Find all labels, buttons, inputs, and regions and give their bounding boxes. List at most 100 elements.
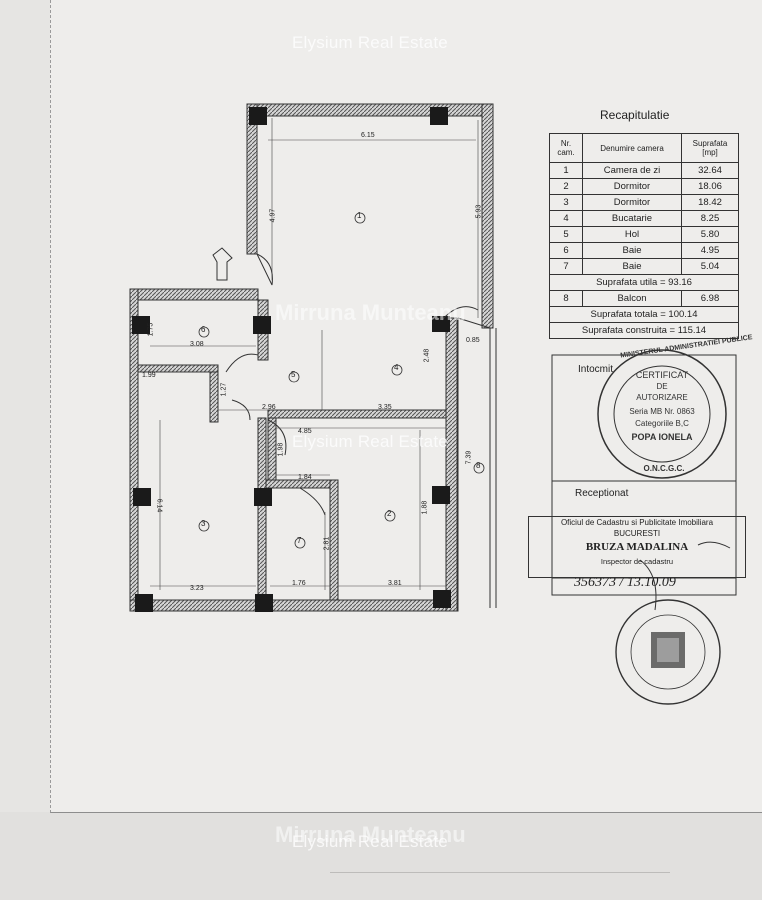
room-label-7: 7: [297, 536, 302, 545]
recap-table: Nr. cam. Denumire camera Suprafata [mp] …: [549, 133, 739, 339]
dimension-lines: [138, 118, 479, 590]
stamp-line-1: CERTIFICAT: [635, 370, 689, 380]
dim-label: 3.35: [378, 404, 392, 411]
reception-heading: Receptionat: [575, 488, 629, 499]
stamp-series: Seria MB Nr. 0863: [629, 407, 695, 416]
dim-label: 2.48: [423, 348, 431, 363]
dim-label: 3.23: [190, 585, 204, 592]
dim-label: 1.84: [298, 474, 312, 481]
watermark-bottom: Elysium Real Estate: [292, 832, 448, 851]
dim-label: 6.15: [361, 132, 375, 139]
reception-stamp-frame: [528, 516, 746, 578]
reception-role: Inspector de cadastru: [600, 557, 674, 566]
header-area: Suprafata [mp]: [681, 133, 739, 163]
cell-area: 18.42: [681, 194, 739, 211]
cell-nr: 1: [549, 162, 583, 179]
total-area-row: Suprafata totala = 100.14: [549, 306, 739, 323]
table-frame: [551, 354, 737, 596]
useful-area-row: Suprafata utila = 93.16: [549, 274, 739, 291]
reception-office: Oficiul de Cadastru si Publicitate Imobi…: [560, 518, 714, 527]
cell-area: 6.98: [681, 290, 739, 307]
stamp-line-2: DE: [656, 382, 668, 391]
cell-nr: 2: [549, 178, 583, 195]
room-label-6: 6: [201, 325, 206, 334]
cell-nr: 5: [549, 226, 583, 243]
cell-name: Bucatarie: [582, 210, 682, 227]
room-label-5: 5: [291, 370, 296, 379]
cell-nr: 4: [549, 210, 583, 227]
reception-inspector: BRUZA MADALINA: [585, 541, 689, 553]
reception-city: BUCURESTI: [613, 529, 661, 538]
dim-label: 0.85: [466, 337, 480, 344]
room-label-3: 3: [201, 519, 206, 528]
watermark-middle: Elysium Real Estate: [292, 432, 448, 451]
cell-name: Balcon: [582, 290, 682, 307]
dim-label: 7.39: [465, 450, 473, 465]
stamp-categories: Categoriile B,C: [635, 419, 689, 428]
cell-nr: 3: [549, 194, 583, 211]
built-area-row: Suprafata construita = 115.14: [549, 322, 739, 339]
dim-label: 4.97: [269, 208, 277, 223]
cell-name: Camera de zi: [582, 162, 682, 179]
doors: [212, 247, 479, 516]
dim-label: 1.99: [142, 372, 156, 379]
useful-area: Suprafata utila = 93.16: [549, 274, 739, 291]
dim-label: 5.93: [475, 204, 483, 219]
dim-label: 1.75: [147, 322, 155, 337]
reception-number: 356373 / 13.10.09: [574, 575, 676, 590]
watermark-agent-1: Mirruna Munteanu: [275, 300, 466, 325]
dim-label: 3.81: [388, 580, 402, 587]
dim-label: 1.88: [421, 500, 429, 515]
cell-area: 18.06: [681, 178, 739, 195]
cell-area: 5.80: [681, 226, 739, 243]
cell-name: Hol: [582, 226, 682, 243]
room-markers: [198, 212, 485, 549]
room-label-1: 1: [357, 211, 362, 220]
cell-nr: 6: [549, 242, 583, 259]
dim-label: 2.81: [323, 536, 331, 551]
stamp-ring: [597, 349, 731, 705]
cell-area: 8.25: [681, 210, 739, 227]
watermark-agent-2: Mirruna Munteanu: [275, 822, 466, 847]
table-header: Nr. cam. Denumire camera Suprafata [mp]: [549, 133, 739, 163]
dim-label: 2.96: [262, 404, 276, 411]
stamp-ring-bottom: O.N.C.G.C.: [643, 464, 685, 473]
room-label-8: 8: [476, 461, 481, 470]
cell-name: Baie: [582, 258, 682, 275]
dim-label: 1.27: [220, 382, 228, 397]
dim-label: 4.85: [298, 428, 312, 435]
dim-label: 1.76: [292, 580, 306, 587]
header-name: Denumire camera: [582, 133, 682, 163]
recap-title: Recapitulatie: [600, 108, 670, 122]
fold-line: [330, 872, 670, 873]
stamp-line-3: AUTORIZARE: [636, 393, 688, 402]
cell-nr: 7: [549, 258, 583, 275]
cell-name: Dormitor: [582, 194, 682, 211]
cell-area: 4.95: [681, 242, 739, 259]
room-label-2: 2: [387, 509, 392, 518]
cell-area: 32.64: [681, 162, 739, 179]
cell-name: Dormitor: [582, 178, 682, 195]
cell-name: Baie: [582, 242, 682, 259]
cell-area: 5.04: [681, 258, 739, 275]
stamp-name: POPA IONELA: [631, 432, 693, 442]
stamp-heading: Intocmit: [578, 364, 614, 375]
walls: [129, 103, 494, 612]
dim-label: 1.98: [277, 442, 285, 457]
watermark-top: Elysium Real Estate: [292, 33, 448, 52]
columns: [132, 107, 451, 612]
balcony: [457, 317, 497, 608]
header-nr: Nr. cam.: [549, 133, 583, 163]
total-area: Suprafata totala = 100.14: [549, 306, 739, 323]
dim-label: 3.08: [190, 341, 204, 348]
room-label-4: 4: [394, 363, 399, 372]
